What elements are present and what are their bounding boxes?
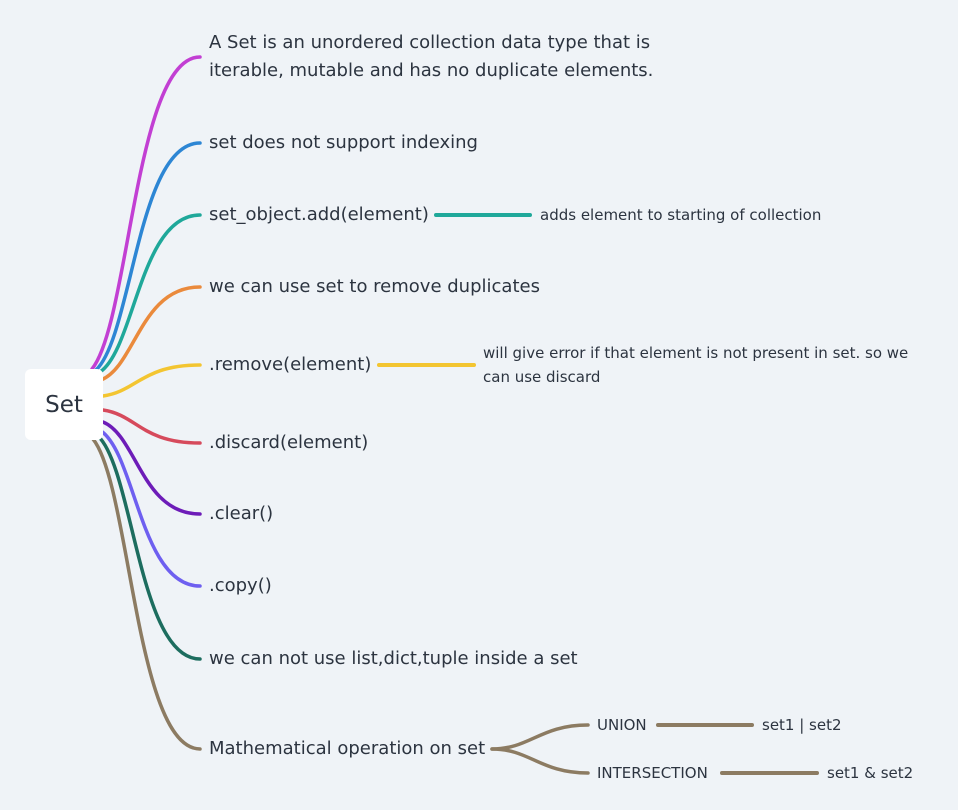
- topic-add-method[interactable]: set_object.add(element): [209, 204, 429, 225]
- topic-discard-method[interactable]: .discard(element): [209, 432, 369, 453]
- topic-copy-method[interactable]: .copy(): [209, 575, 272, 596]
- connector-b2: [94, 141, 202, 372]
- subtopic-intersection[interactable]: INTERSECTION: [597, 764, 708, 782]
- connector-intersection: [490, 747, 590, 775]
- connector-b4: [99, 285, 202, 382]
- connector-b5: [101, 363, 202, 398]
- subtopic-intersection-detail[interactable]: set1 & set2: [827, 764, 914, 782]
- connector-b7: [101, 420, 202, 516]
- root-node-set[interactable]: Set: [25, 369, 103, 440]
- connector-b8: [99, 429, 202, 588]
- topic-remove-duplicates[interactable]: we can use set to remove duplicates: [209, 276, 540, 297]
- subtopic-union-detail[interactable]: set1 | set2: [762, 716, 842, 734]
- connector-b6: [101, 408, 202, 445]
- subtopic-remove-detail[interactable]: will give error if that element is not p…: [483, 344, 909, 386]
- topic-no-indexing[interactable]: set does not support indexing: [209, 132, 478, 153]
- connector-b9: [96, 434, 202, 661]
- topic-definition[interactable]: A Set is an unordered collection data ty…: [209, 32, 654, 81]
- topic-math-operations[interactable]: Mathematical operation on set: [209, 738, 486, 759]
- topic-clear-method[interactable]: .clear(): [209, 503, 274, 524]
- topic-no-mutable-elements[interactable]: we can not use list,dict,tuple inside a …: [209, 648, 578, 669]
- connector-union: [490, 723, 590, 751]
- connector-b1: [90, 55, 202, 371]
- topic-remove-method[interactable]: .remove(element): [209, 354, 372, 375]
- connector-b10: [91, 437, 202, 751]
- subtopic-union[interactable]: UNION: [597, 716, 647, 734]
- subtopic-add-detail[interactable]: adds element to starting of collection: [540, 206, 822, 224]
- connector-b3: [98, 213, 202, 374]
